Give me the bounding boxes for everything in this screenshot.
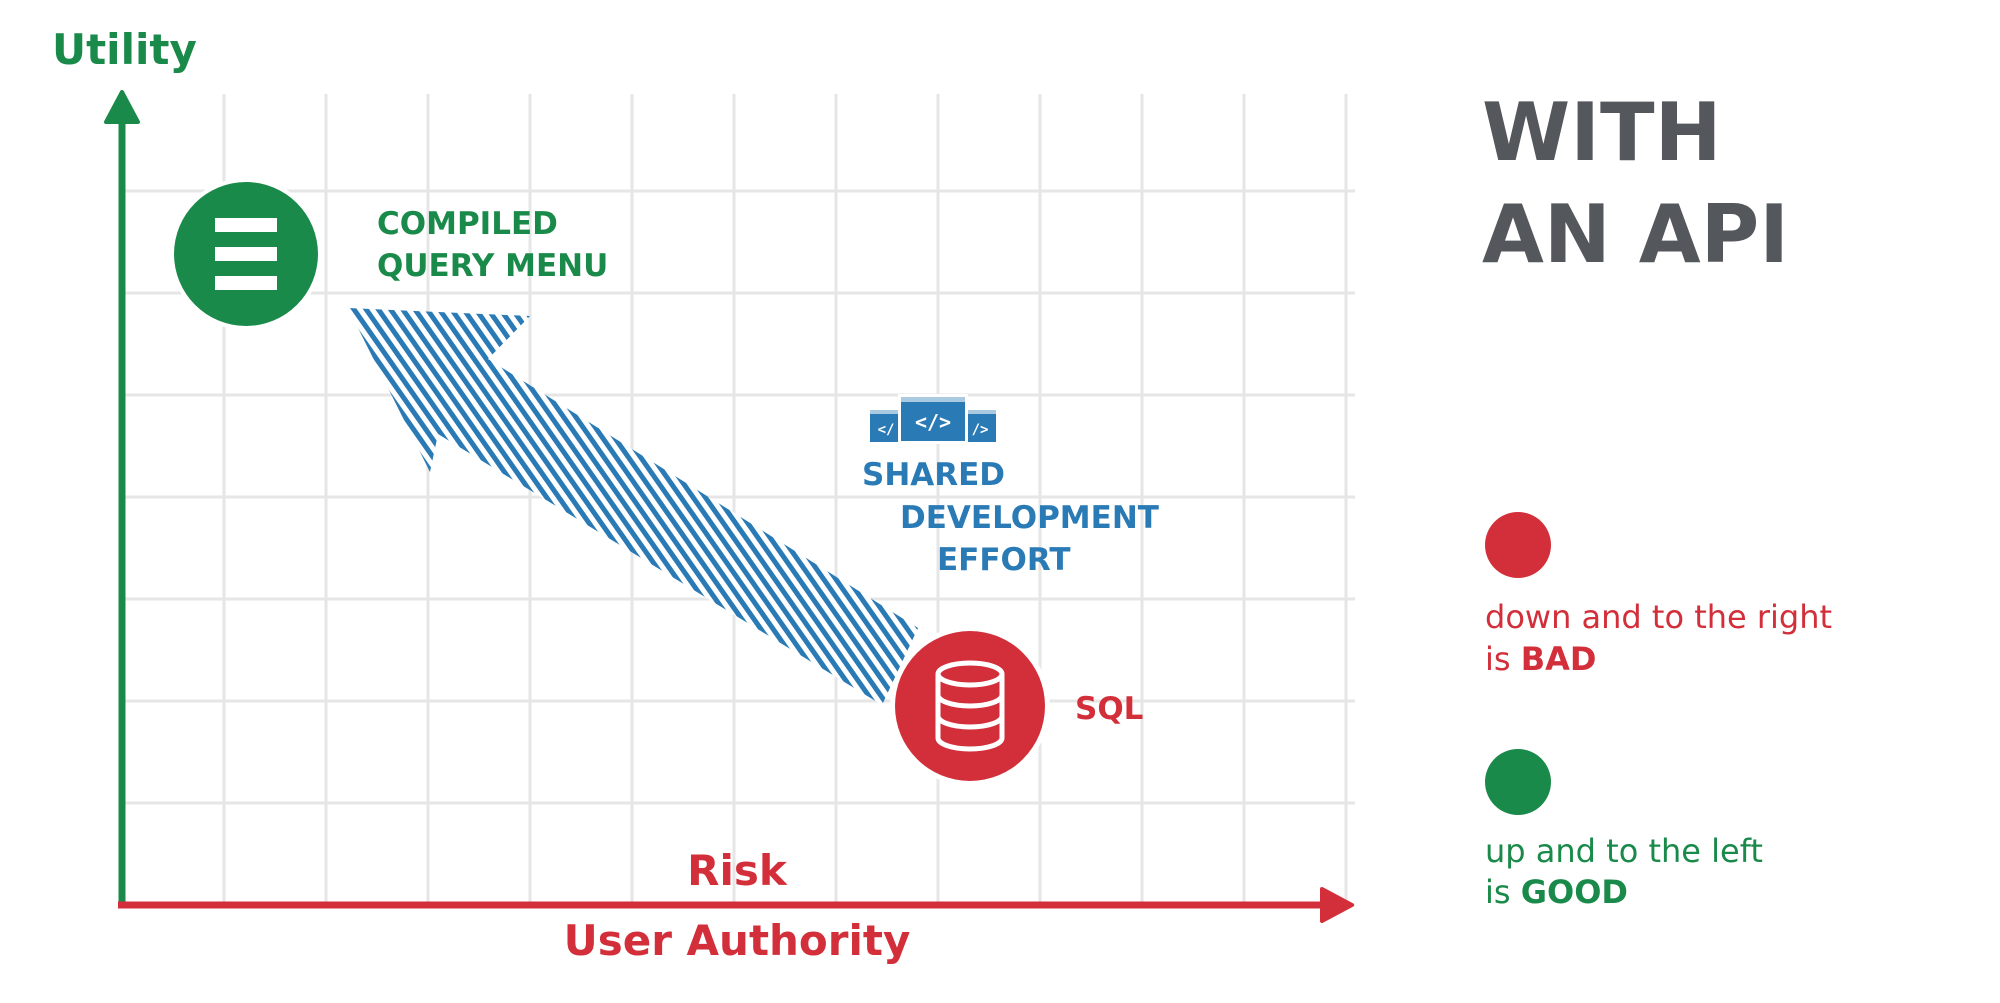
legend-good: up and to the left is GOOD (1485, 749, 1763, 911)
sql-label: SQL (1075, 691, 1143, 727)
svg-text:</: </ (878, 422, 895, 438)
legend-good-strong: GOOD (1521, 873, 1628, 911)
effort-label-line3: EFFORT (937, 542, 1071, 578)
svg-text:/>: /> (972, 422, 989, 438)
database-icon (935, 660, 1005, 752)
legend-bad: down and to the right is BAD (1485, 512, 1832, 678)
legend-bad-strong: BAD (1521, 640, 1597, 678)
effort-arrow (348, 308, 918, 705)
title-line2: AN API (1482, 188, 1789, 281)
legend-good-line2: is GOOD (1485, 873, 1628, 911)
y-axis (104, 90, 140, 905)
svg-text:</>: </> (915, 410, 951, 434)
legend-bad-line2: is BAD (1485, 640, 1596, 678)
legend-good-line1: up and to the left (1485, 832, 1763, 870)
effort-label-line1: SHARED (862, 457, 1005, 493)
x-axis (118, 887, 1354, 923)
y-axis-label: Utility (52, 25, 197, 74)
compiled-query-menu-label-line2: QUERY MENU (377, 248, 608, 284)
legend-good-swatch (1485, 749, 1551, 815)
legend-bad-swatch (1485, 512, 1551, 578)
compiled-query-menu-node (170, 178, 322, 330)
menu-icon (215, 218, 277, 290)
x-axis-label-risk: Risk (687, 846, 788, 895)
title-line1: WITH (1482, 86, 1722, 179)
code-windows-icon: </ /> </> (870, 394, 996, 444)
sql-node (890, 626, 1050, 786)
compiled-query-menu-label-line1: COMPILED (377, 206, 558, 242)
x-axis-label-user-authority: User Authority (564, 916, 911, 965)
legend-bad-line1: down and to the right (1485, 598, 1832, 636)
effort-label-line2: DEVELOPMENT (900, 500, 1159, 536)
